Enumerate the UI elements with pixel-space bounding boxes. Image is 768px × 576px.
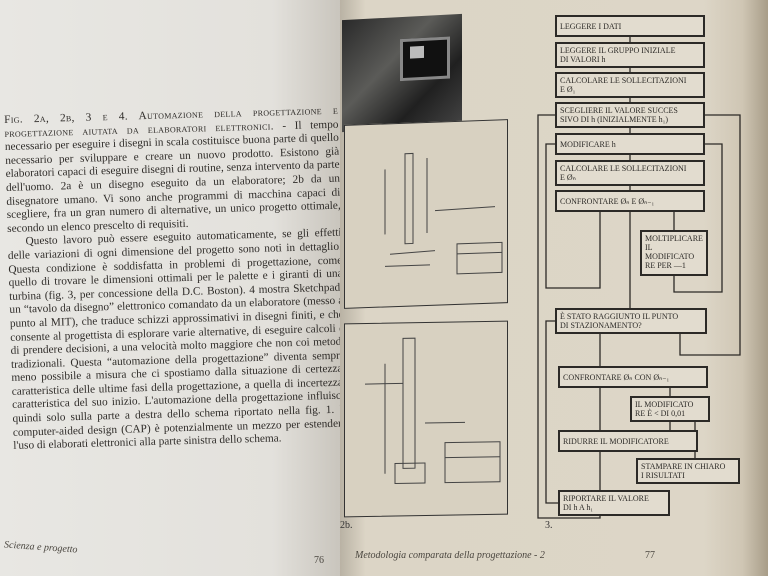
flowchart-step-choose-next-value: SCEGLIERE IL VALORE SUCCES SIVO DI h (IN…	[555, 102, 705, 128]
flowchart-step-read-data: LEGGERE I DATI	[555, 15, 705, 37]
figure-2a-drawing	[344, 119, 508, 309]
flowchart-step-reset-value: RIPORTARE IL VALORE DI h A h₁	[558, 490, 670, 516]
figure-2b-drawing	[344, 320, 508, 518]
flowchart-step-stationary-point-question: È STATO RAGGIUNTO IL PUNTO DI STAZIONAME…	[555, 308, 707, 334]
right-page-number: 77	[645, 550, 655, 561]
flowchart-step-reduce-modifier: RIDURRE IL MODIFICATORE	[558, 430, 698, 452]
flowchart-step-compare-with: CONFRONTARE Øₙ CON Øₙ₋₁	[558, 366, 708, 388]
flowchart-step-multiply-modifier: MOLTIPLICARE IL MODIFICATO RE PER —1	[640, 230, 708, 276]
technical-drawing-2b	[365, 337, 501, 485]
flowchart-step-compute-stresses-1: CALCOLARE LE SOLLECITAZIONI E Ø₁	[555, 72, 705, 98]
flowchart-step-read-initial-values: LEGGERE IL GRUPPO INIZIALE DI VALORI h	[555, 42, 705, 68]
flowchart-step-print-results: STAMPARE IN CHIARO I RISULTATI	[636, 458, 740, 484]
flowchart-step-compare-n: CONFRONTARE Øₙ E Øₙ₋₁	[555, 190, 705, 212]
flowchart-step-modify-h: MODIFICARE h	[555, 133, 705, 155]
right-footer: Metodologia comparata della progettazion…	[355, 550, 545, 561]
technical-drawing-2a	[384, 152, 503, 275]
flowchart-step-compute-stresses-n: CALCOLARE LE SOLLECITAZIONI E Øₙ	[555, 160, 705, 186]
left-page: Fig. 2a, 2b, 3 e 4. Automazione della pr…	[0, 0, 347, 576]
left-page-number: 76	[314, 555, 324, 566]
flowchart-step-modifier-less-than: IL MODIFICATO RE È < DI 0,01	[630, 396, 710, 422]
figure-2b-label: 2b.	[340, 520, 353, 531]
figure-3-label: 3.	[545, 520, 553, 531]
